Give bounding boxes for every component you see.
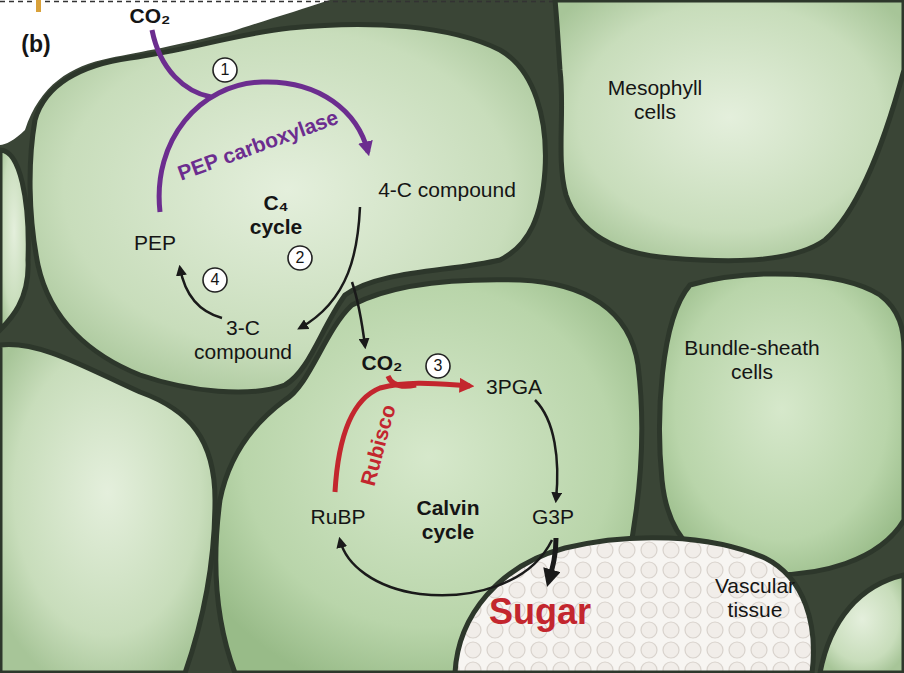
node-outline — [535, 0, 904, 270]
step-marker: 4 — [202, 267, 228, 293]
mesophyll-cell — [0, 150, 28, 330]
regeneration-arrow — [340, 540, 552, 595]
pep-carboxylase-arrow — [159, 82, 368, 212]
callout-number: 3 — [434, 357, 443, 375]
compound-label: 4-C compound — [378, 178, 516, 202]
marker-circle — [426, 354, 450, 378]
co2-fixation-arrow — [388, 376, 416, 386]
compound-label: 3-C compound — [188, 316, 298, 363]
compound-label: G3P — [532, 505, 574, 529]
molecule-label: CO₂ — [362, 351, 403, 375]
marker-circle — [203, 268, 227, 292]
reduction-arrow — [535, 400, 557, 500]
cell-label: Mesophyll cells — [595, 76, 715, 123]
step-marker: 3 — [425, 353, 451, 379]
product-label: Sugar — [489, 592, 591, 632]
step-marker: 2 — [287, 245, 313, 271]
callout-number: 4 — [211, 271, 220, 289]
panel-label: (b) — [21, 32, 50, 58]
cell-outline — [216, 280, 642, 673]
cell-outline — [660, 274, 904, 575]
sugar-export-arrow — [549, 538, 556, 580]
cycle-label: Calvin cycle — [403, 496, 493, 543]
cell-label: Bundle-sheath cells — [667, 336, 837, 383]
mesophyll-cell — [820, 575, 904, 673]
compound-label: PEP — [134, 231, 176, 255]
decarboxylation-arrow — [300, 207, 360, 328]
compound-label: 3PGA — [486, 375, 542, 399]
callout-number: 2 — [296, 249, 305, 267]
callout-number: 1 — [221, 61, 230, 79]
bundle-sheath-cell: Bundle-sheath cells — [650, 265, 904, 580]
molecule-label: CO₂ — [130, 4, 171, 28]
tissue-label: Vascular tissue — [708, 574, 803, 621]
node-outline — [650, 265, 904, 580]
vascular-tissue: Sugar Vascular tissue — [445, 528, 817, 673]
mesophyll-cell — [0, 344, 215, 673]
cycle-label: C₄ cycle — [241, 191, 311, 238]
cell-outline — [455, 538, 813, 673]
rubisco-arrow — [335, 383, 470, 492]
compound-label: RuBP — [311, 505, 366, 529]
marker-circle — [288, 246, 312, 270]
step-marker: 1 — [212, 57, 238, 83]
mesophyll-cell: Mesophyll cells — [535, 0, 904, 270]
zoom-connector — [36, 0, 41, 12]
cell-outline — [555, 0, 904, 261]
marker-circle — [213, 58, 237, 82]
co2-uptake-arrow — [152, 30, 211, 97]
co2-release-arrow — [352, 282, 365, 346]
pep-regeneration-arrow — [180, 268, 222, 318]
